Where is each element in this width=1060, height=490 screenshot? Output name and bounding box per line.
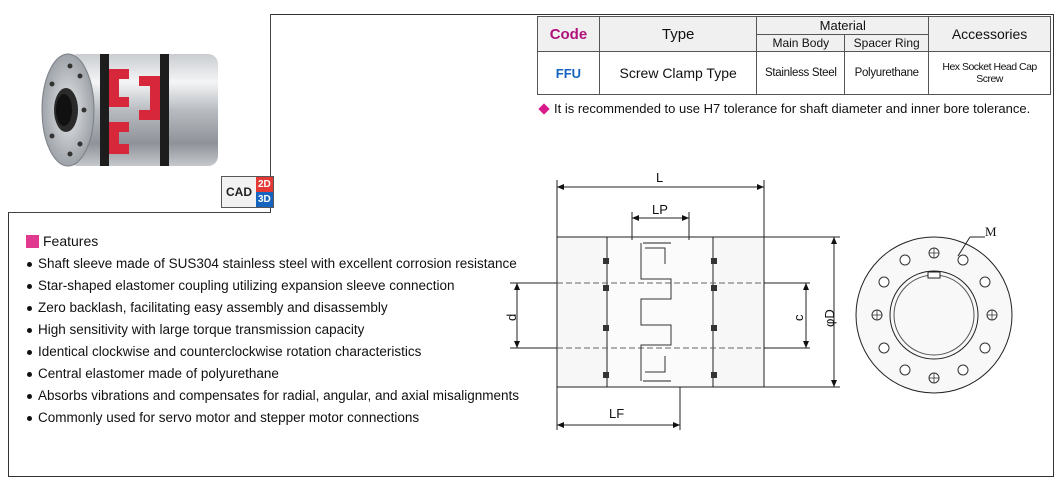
bullet-icon xyxy=(27,393,32,399)
cad-2d-label[interactable]: 2D xyxy=(256,177,273,192)
header-type: Type xyxy=(598,16,758,52)
tolerance-note-text: It is recommended to use H7 tolerance fo… xyxy=(554,101,1031,116)
cad-3d-label[interactable]: 3D xyxy=(256,192,273,207)
table-row: FFU Screw Clamp Type Stainless Steel Pol… xyxy=(537,51,1051,95)
spec-table-header-row: Code Type Material Accessories xyxy=(537,16,1051,52)
header-spacer-ring: Spacer Ring xyxy=(844,34,930,52)
dim-label-L: L xyxy=(656,170,663,185)
bullet-icon xyxy=(27,371,32,377)
dim-label-LF: LF xyxy=(609,406,624,421)
header-accessories: Accessories xyxy=(928,16,1051,52)
features-section: Features Shaft sleeve made of SUS304 sta… xyxy=(26,233,519,429)
tolerance-note: It is recommended to use H7 tolerance fo… xyxy=(536,101,1030,116)
list-item: Absorbs vibrations and compensates for r… xyxy=(26,385,519,407)
bullet-icon xyxy=(27,349,32,355)
product-photo xyxy=(41,53,218,167)
spec-table: Code Type Material Accessories Main Body… xyxy=(537,16,1051,95)
dim-label-d: d xyxy=(504,314,519,321)
cad-2d-3d-badge[interactable]: CAD 2D 3D xyxy=(221,176,274,208)
bullet-icon xyxy=(27,327,32,333)
features-title-text: Features xyxy=(43,233,99,249)
cell-code: FFU xyxy=(537,51,600,95)
header-main-body: Main Body xyxy=(756,34,846,52)
list-item: Commonly used for servo motor and steppe… xyxy=(26,407,519,429)
features-list: Shaft sleeve made of SUS304 stainless st… xyxy=(26,253,519,429)
features-title: Features xyxy=(26,233,519,249)
dim-label-c: c xyxy=(791,314,806,321)
list-item: Identical clockwise and counterclockwise… xyxy=(26,341,519,363)
dim-label-LP: LP xyxy=(652,202,668,217)
dim-label-M: M xyxy=(985,224,997,239)
bullet-icon xyxy=(27,283,32,289)
list-item: Star-shaped elastomer coupling utilizing… xyxy=(26,275,519,297)
header-material: Material xyxy=(756,16,930,35)
product-photo-box: CAD 2D 3D xyxy=(8,14,274,213)
pink-square-icon xyxy=(26,234,39,248)
list-item: Central elastomer made of polyurethane xyxy=(26,363,519,385)
cad-label: CAD xyxy=(222,177,256,207)
dim-label-D: φD xyxy=(822,309,837,327)
list-item: Zero backlash, facilitating easy assembl… xyxy=(26,297,519,319)
bullet-icon xyxy=(27,305,32,311)
list-item: High sensitivity with large torque trans… xyxy=(26,319,519,341)
cell-main-body: Stainless Steel xyxy=(756,51,846,95)
cell-accessories: Hex Socket Head Cap Screw xyxy=(928,51,1051,95)
page-frame xyxy=(8,14,1054,477)
bullet-icon xyxy=(27,261,32,267)
bullet-icon xyxy=(27,415,32,421)
cell-spacer-ring: Polyurethane xyxy=(844,51,930,95)
cell-type: Screw Clamp Type xyxy=(598,51,758,95)
list-item: Shaft sleeve made of SUS304 stainless st… xyxy=(26,253,519,275)
